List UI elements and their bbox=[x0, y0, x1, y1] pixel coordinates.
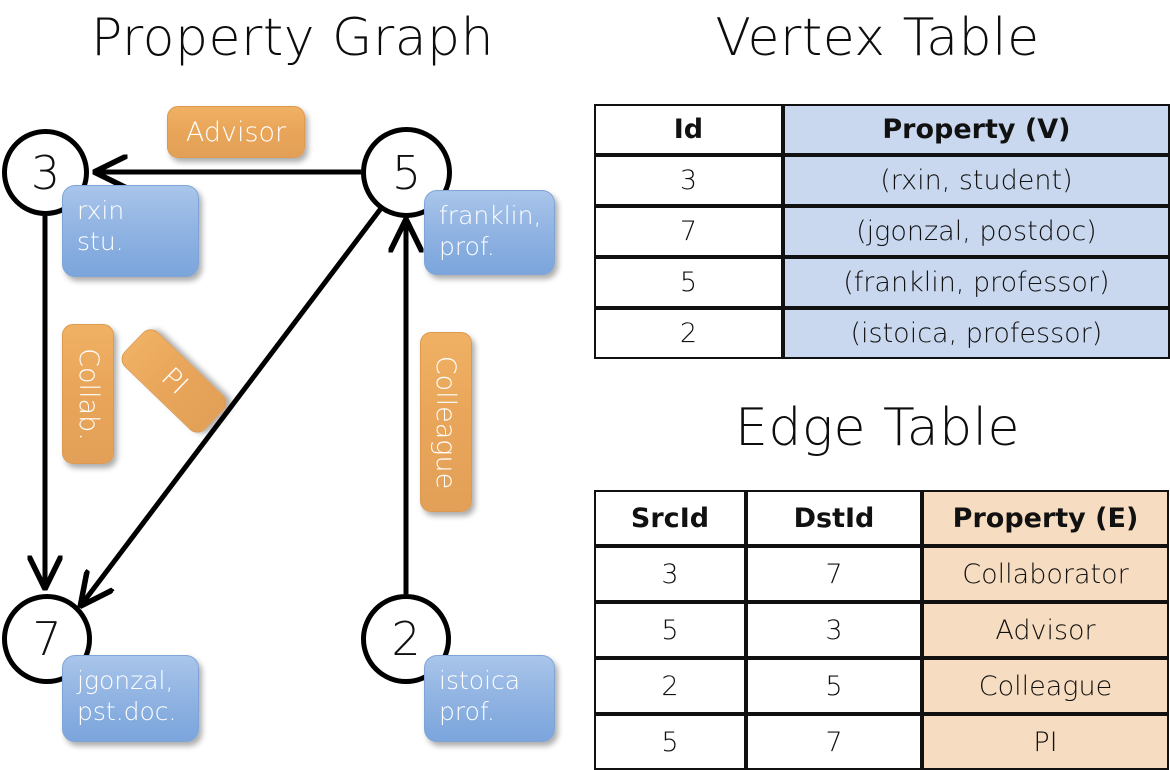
vertex-property-box-2[interactable]: istoica prof. bbox=[424, 655, 555, 742]
vertex-property-box-5-line2: prof. bbox=[439, 231, 495, 261]
edge-row-2-dst: 5 bbox=[746, 658, 922, 714]
table-row[interactable]: 3 7 Collaborator bbox=[594, 546, 1169, 602]
page-title-vertex-table: Vertex Table bbox=[715, 8, 1040, 68]
edge-row-3-src: 5 bbox=[594, 714, 746, 770]
edge-row-0-src: 3 bbox=[594, 546, 746, 602]
edge-label-collab[interactable]: Collab. bbox=[62, 324, 114, 464]
graph-node-5-label: 5 bbox=[391, 145, 422, 200]
edge-5-to-7 bbox=[82, 205, 384, 604]
edge-table: SrcId DstId Property (E) 3 7 Collaborato… bbox=[594, 490, 1169, 770]
graph-node-2[interactable]: 2 bbox=[361, 594, 451, 684]
vertex-property-box-3[interactable]: rxin stu. bbox=[62, 185, 199, 277]
page-title-edge-table: Edge Table bbox=[734, 398, 1021, 458]
edge-label-colleague-text: Colleague bbox=[430, 355, 462, 489]
graph-node-7-label: 7 bbox=[32, 612, 62, 666]
edge-label-colleague[interactable]: Colleague bbox=[420, 332, 472, 512]
edge-table-header-srcid: SrcId bbox=[594, 490, 746, 546]
vertex-property-box-2-line1: istoica bbox=[439, 666, 521, 695]
vertex-table-header-property: Property (V) bbox=[782, 104, 1170, 155]
edge-table-header-property: Property (E) bbox=[922, 490, 1169, 546]
page-title-property-graph: Property Graph bbox=[90, 8, 495, 68]
vertex-property-box-3-line1: rxin bbox=[77, 196, 125, 225]
table-row[interactable]: 5 (franklin, professor) bbox=[594, 257, 1170, 308]
vertex-property-box-3-line2: stu. bbox=[77, 226, 124, 256]
vertex-row-0-id: 3 bbox=[594, 155, 783, 206]
edge-row-1-dst: 3 bbox=[746, 602, 922, 658]
vertex-table-header-row: Id Property (V) bbox=[594, 104, 1170, 155]
vertex-row-2-id: 5 bbox=[594, 257, 783, 308]
edge-row-3-property: PI bbox=[922, 714, 1169, 770]
edge-label-advisor[interactable]: Advisor bbox=[167, 106, 305, 158]
table-row[interactable]: 7 (jgonzal, postdoc) bbox=[594, 206, 1170, 257]
vertex-row-3-property: (istoica, professor) bbox=[782, 308, 1170, 359]
vertex-row-0-property: (rxin, student) bbox=[782, 155, 1170, 206]
vertex-table-header-id: Id bbox=[594, 104, 783, 155]
table-row[interactable]: 5 7 PI bbox=[594, 714, 1169, 770]
vertex-row-3-id: 2 bbox=[594, 308, 783, 359]
edge-label-collab-text: Collab. bbox=[72, 347, 104, 441]
table-row[interactable]: 2 (istoica, professor) bbox=[594, 308, 1170, 359]
graph-node-2-label: 2 bbox=[391, 612, 421, 666]
edge-label-advisor-text: Advisor bbox=[185, 116, 287, 148]
edge-row-0-property: Collaborator bbox=[922, 546, 1169, 602]
vertex-property-box-7-line2: pst.doc. bbox=[77, 696, 177, 726]
property-graph-diagram: 3 5 7 2 rxin stu. franklin, prof. jgonza… bbox=[0, 0, 585, 760]
vertex-property-box-2-line2: prof. bbox=[439, 696, 495, 726]
edge-row-1-property: Advisor bbox=[922, 602, 1169, 658]
vertex-row-2-property: (franklin, professor) bbox=[782, 257, 1170, 308]
edge-label-pi-text: PI bbox=[154, 361, 194, 401]
vertex-table: Id Property (V) 3 (rxin, student) 7 (jgo… bbox=[594, 104, 1170, 359]
edge-row-2-src: 2 bbox=[594, 658, 746, 714]
vertex-property-box-7[interactable]: jgonzal, pst.doc. bbox=[62, 655, 199, 742]
table-row[interactable]: 2 5 Colleague bbox=[594, 658, 1169, 714]
graph-node-3-label: 3 bbox=[30, 145, 61, 200]
table-row[interactable]: 3 (rxin, student) bbox=[594, 155, 1170, 206]
edge-table-header-dstid: DstId bbox=[746, 490, 922, 546]
vertex-property-box-7-line1: jgonzal, bbox=[77, 666, 174, 695]
table-row[interactable]: 5 3 Advisor bbox=[594, 602, 1169, 658]
vertex-row-1-id: 7 bbox=[594, 206, 783, 257]
vertex-property-box-5-line1: franklin, bbox=[439, 201, 542, 230]
edge-row-3-dst: 7 bbox=[746, 714, 922, 770]
graph-node-5[interactable]: 5 bbox=[361, 127, 452, 218]
vertex-row-1-property: (jgonzal, postdoc) bbox=[782, 206, 1170, 257]
vertex-property-box-5[interactable]: franklin, prof. bbox=[424, 190, 555, 275]
edge-table-header-row: SrcId DstId Property (E) bbox=[594, 490, 1169, 546]
edge-row-1-src: 5 bbox=[594, 602, 746, 658]
edge-row-0-dst: 7 bbox=[746, 546, 922, 602]
graph-edges-svg bbox=[0, 0, 585, 760]
edge-row-2-property: Colleague bbox=[922, 658, 1169, 714]
